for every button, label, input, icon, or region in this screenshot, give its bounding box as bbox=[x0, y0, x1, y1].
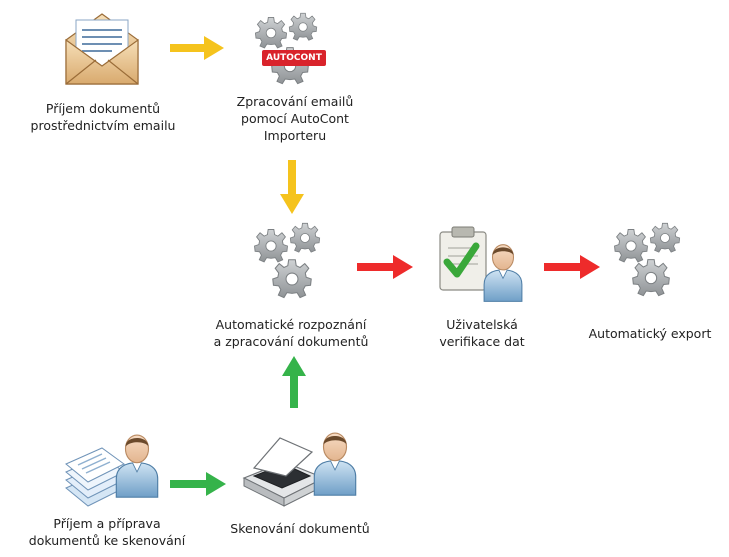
node-label: Automatické rozpoznání a zpracování doku… bbox=[180, 316, 402, 350]
label-line: Automatické rozpoznání bbox=[215, 317, 367, 332]
user-clipboard-icon bbox=[438, 226, 524, 302]
node-label: Zpracování emailů pomocí AutoCont Import… bbox=[200, 93, 390, 144]
node-label: Automatický export bbox=[570, 325, 729, 342]
user-scanner-icon bbox=[240, 428, 358, 508]
label-line: Uživatelská bbox=[446, 317, 518, 332]
node-label: Skenování dokumentů bbox=[205, 520, 395, 537]
node-label: Příjem a příprava dokumentů ke skenování bbox=[2, 515, 212, 549]
arrow-down bbox=[280, 160, 304, 214]
arrow-right bbox=[170, 36, 224, 60]
envelope-icon bbox=[62, 8, 142, 88]
autocont-badge: AUTOCONT bbox=[262, 50, 326, 66]
arrow-up bbox=[282, 356, 306, 408]
user-documents-icon bbox=[62, 432, 162, 512]
label-line: dokumentů ke skenování bbox=[28, 533, 186, 548]
label-line: Automatický export bbox=[588, 326, 712, 341]
label-line: Importeru bbox=[263, 128, 327, 143]
label-line: Skenování dokumentů bbox=[230, 521, 370, 536]
label-line: Příjem a příprava bbox=[53, 516, 161, 531]
label-line: prostřednictvím emailu bbox=[30, 118, 176, 133]
node-label: Uživatelská verifikace dat bbox=[418, 316, 546, 350]
label-line: verifikace dat bbox=[439, 334, 525, 349]
node-label: Příjem dokumentů prostřednictvím emailu bbox=[8, 100, 198, 134]
gears-icon bbox=[253, 222, 333, 302]
label-line: Příjem dokumentů bbox=[45, 101, 161, 116]
label-line: Zpracování emailů bbox=[236, 94, 354, 109]
arrow-right bbox=[170, 472, 226, 496]
arrow-right bbox=[357, 255, 413, 279]
label-line: a zpracování dokumentů bbox=[213, 334, 369, 349]
gears-icon bbox=[613, 222, 691, 300]
label-line: pomocí AutoCont bbox=[241, 111, 349, 126]
arrow-right bbox=[544, 255, 600, 279]
badge-text: AUTOCONT bbox=[266, 53, 322, 63]
